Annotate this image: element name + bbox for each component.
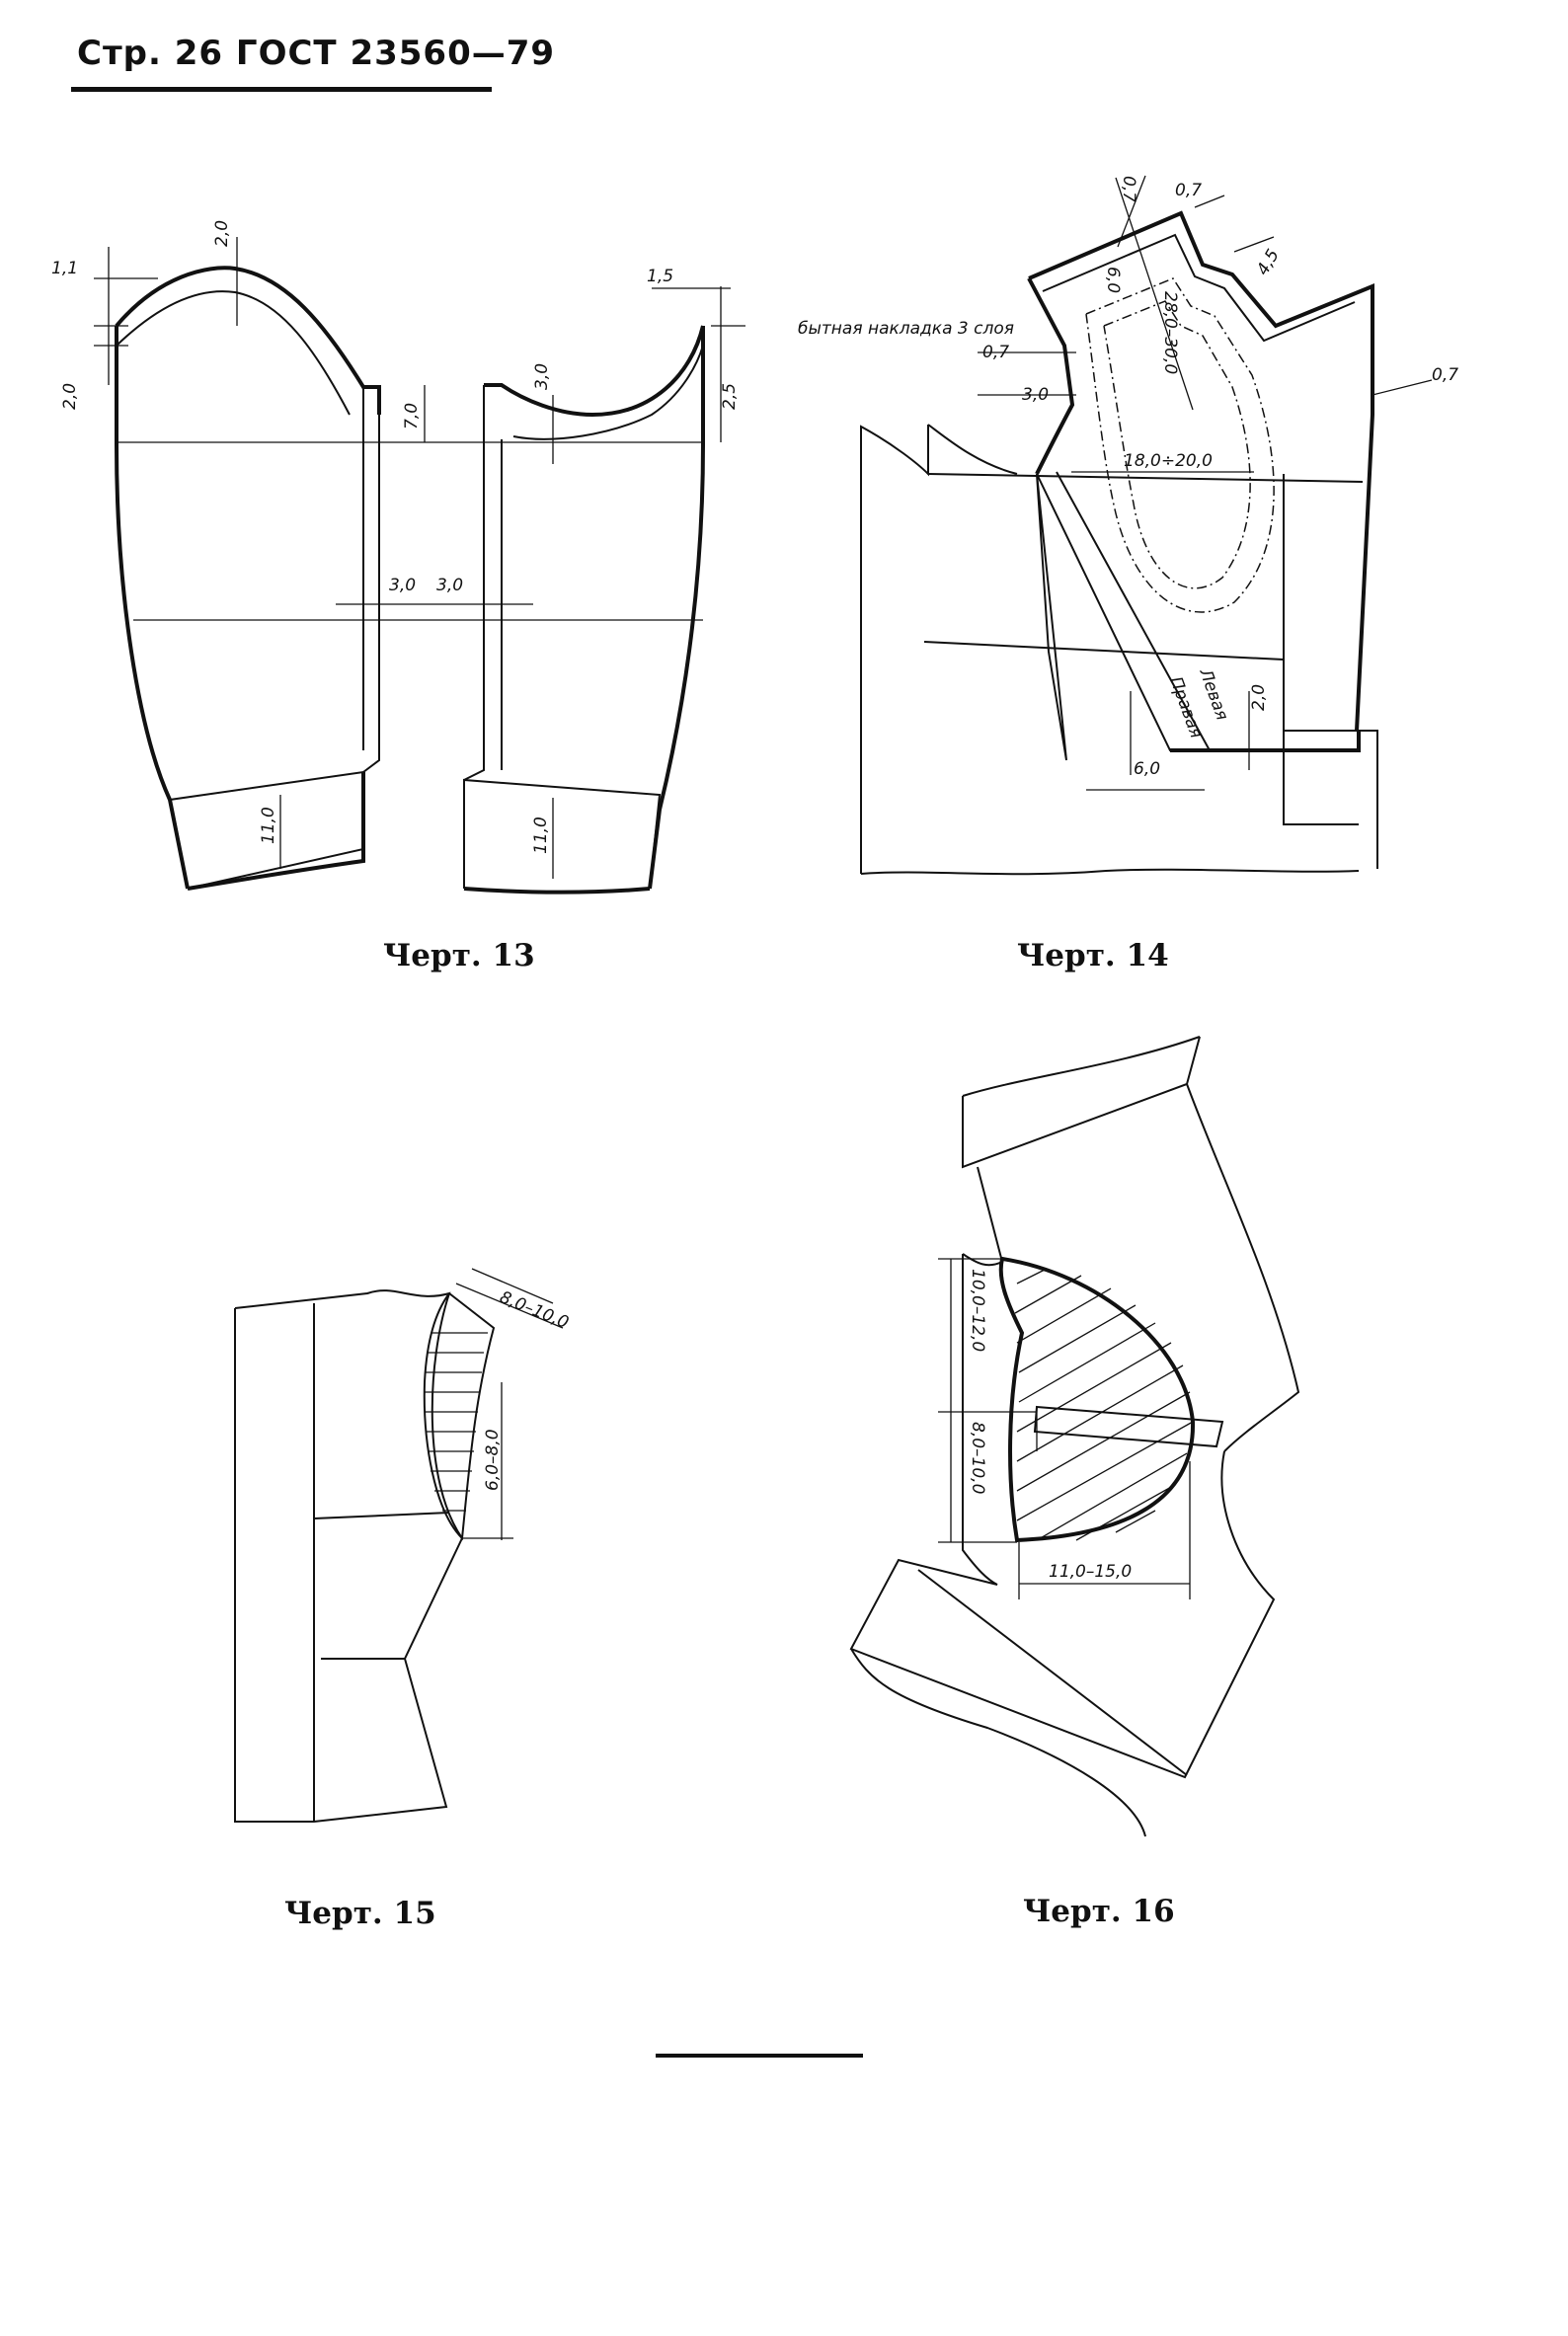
fig13-right-front xyxy=(463,385,503,781)
fig13-label: 11,0 xyxy=(259,807,278,844)
fig14-label: 2,0 xyxy=(1249,684,1269,711)
fig13-label: 2,0 xyxy=(60,383,80,410)
fig14-label: 3,0 xyxy=(1022,385,1049,405)
fig14-label: 0,7 xyxy=(1432,365,1458,385)
fig13-right-cap-inner xyxy=(512,345,704,440)
fig15-label: 8,0–10,0 xyxy=(497,1287,572,1333)
figure-16-drawing: 10,0–12,0 8,0–10,0 11,0–15,0 xyxy=(849,1036,1300,1837)
fig16-left-seam xyxy=(977,1166,1003,1263)
fig14-dim-28 xyxy=(1115,177,1194,411)
fig14-side-line xyxy=(1283,474,1359,825)
fig13-label: 11,0 xyxy=(531,817,551,854)
fig13-label: 1,5 xyxy=(647,267,673,286)
fig16-left-body xyxy=(849,1254,1201,1779)
fig13-label: 3,0 xyxy=(389,576,416,595)
fig14-dart-small xyxy=(1036,473,1067,761)
fig13-left-cap-inner xyxy=(116,290,351,416)
fig13-left-side xyxy=(115,326,190,890)
fig14-label: 0,7 xyxy=(982,343,1009,362)
fig13-label: 7,0 xyxy=(402,403,422,429)
fig15-outline xyxy=(234,1289,464,1823)
fig13-label: 3,0 xyxy=(532,363,552,390)
fig14-label: 28,0–30,0 xyxy=(1160,291,1180,374)
fig14-waist-line xyxy=(927,473,1364,483)
end-rule xyxy=(656,2054,863,2058)
fig14-label: 0,7 xyxy=(1119,176,1138,202)
fig13-right-cap-curve xyxy=(484,325,705,418)
fig14-hem xyxy=(860,868,1360,876)
fig13-right-cuff xyxy=(463,778,662,890)
figure-14-caption: Черт. 14 xyxy=(1017,938,1169,973)
fig13-right-side xyxy=(648,326,705,890)
fig13-left-front xyxy=(362,386,380,773)
fig13-right-hem xyxy=(463,887,651,895)
fig14-outline-inner xyxy=(1042,233,1356,343)
figure-16-caption: Черт. 16 xyxy=(1023,1894,1175,1929)
fig14-outline-top xyxy=(1028,210,1374,732)
fig14-pocket-dash-inner xyxy=(1103,300,1251,589)
fig16-gusset xyxy=(998,1256,1196,1543)
fig15-chest-line xyxy=(313,1512,450,1519)
fig13-left-cap-curve xyxy=(115,266,381,415)
fig16-hatching xyxy=(1014,1268,1194,1541)
fig13-label: 3,0 xyxy=(436,576,463,595)
fig13-label: 2,5 xyxy=(720,383,740,410)
fig16-label: 10,0–12,0 xyxy=(968,1269,987,1352)
fig13-label: 1,1 xyxy=(51,259,78,278)
fig14-label: 6,0 xyxy=(1103,267,1123,293)
fig13-label: 2,0 xyxy=(212,220,232,247)
fig14-armhole xyxy=(1027,277,1075,475)
fig14-label: 6,0 xyxy=(1134,759,1160,779)
figure-14-drawing: 0,7 0,7 6,0 4,5 бытная накладка 3 слоя 0… xyxy=(798,175,1458,876)
figure-13-drawing: 1,1 2,0 2,0 7,0 3,0 1,5 2,5 3,0 3,0 11,0… xyxy=(51,220,745,895)
fig15-hatching xyxy=(425,1332,488,1512)
fig14-neck xyxy=(927,424,1018,475)
fig15-shaded-area xyxy=(423,1292,496,1541)
fig16-right-body xyxy=(1199,1450,1276,1749)
header-rule xyxy=(71,87,492,92)
fig16-underarm xyxy=(962,1253,1003,1267)
fig14-label: 18,0÷20,0 xyxy=(1124,451,1213,471)
fig16-strap xyxy=(1033,1405,1224,1448)
fig14-side-panel xyxy=(860,425,929,874)
page-header: Стр. 26 ГОСТ 23560—79 xyxy=(77,34,556,73)
fig16-hem-line xyxy=(917,1569,1188,1776)
fig14-label: Левая xyxy=(1195,665,1232,723)
fig15-label: 6,0–8,0 xyxy=(483,1429,503,1491)
fig14-bottom-right xyxy=(1284,730,1378,869)
fig14-label: 0,7 xyxy=(1175,181,1202,200)
fig14-hem-right xyxy=(1170,731,1361,752)
fig16-label: 8,0–10,0 xyxy=(968,1422,987,1494)
figure-13-caption: Черт. 13 xyxy=(383,938,535,973)
figure-15-caption: Черт. 15 xyxy=(284,1896,436,1931)
fig14-hip-line xyxy=(923,641,1285,661)
fig16-label: 11,0–15,0 xyxy=(1049,1562,1132,1582)
fig14-pocket-dash-outer xyxy=(1085,277,1275,613)
fig14-label: 4,5 xyxy=(1253,246,1284,278)
fig14-label: бытная накладка 3 слоя xyxy=(798,319,1014,339)
fig13-left-hem xyxy=(187,772,365,891)
fig16-top-wavy xyxy=(962,1036,1201,1097)
fig16-top-band xyxy=(962,1036,1201,1169)
fig16-bottom-wavy xyxy=(850,1648,1146,1837)
fig16-right-side xyxy=(1186,1083,1300,1452)
figure-15-drawing: 8,0–10,0 6,0–8,0 xyxy=(234,1268,572,1823)
